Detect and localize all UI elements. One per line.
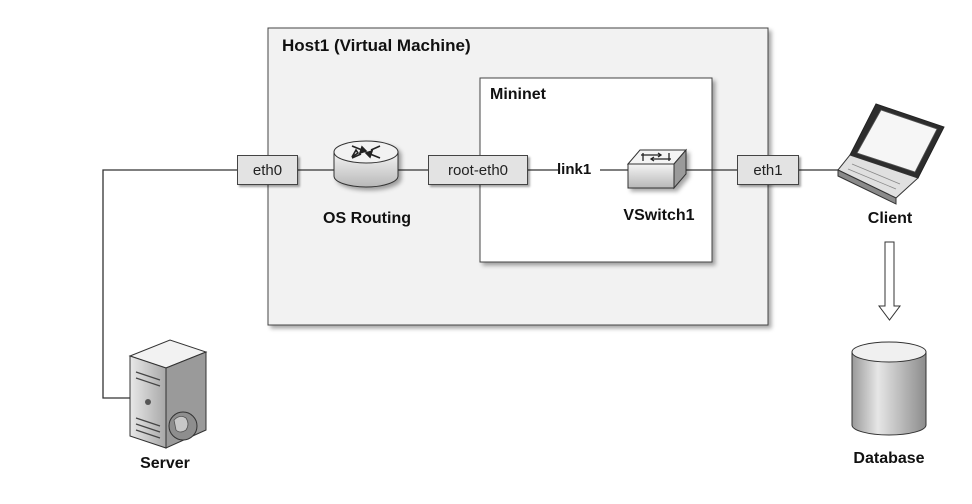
router-icon <box>333 140 399 188</box>
laptop-icon <box>837 103 945 205</box>
server-to-eth0-line <box>102 169 237 399</box>
connections <box>102 169 840 399</box>
switch-icon <box>626 148 688 190</box>
port-eth0[interactable]: eth0 <box>237 155 298 185</box>
mininet-label: Mininet <box>490 86 546 103</box>
database-icon <box>851 341 927 436</box>
down-arrow-icon <box>878 241 901 321</box>
host-label: Host1 (Virtual Machine) <box>282 36 471 55</box>
port-root-eth0[interactable]: root-eth0 <box>428 155 528 185</box>
server-caption: Server <box>140 455 190 472</box>
port-eth1[interactable]: eth1 <box>737 155 799 185</box>
server-icon <box>128 339 208 449</box>
client-caption: Client <box>867 210 913 227</box>
database-caption: Database <box>853 450 925 467</box>
switch-caption: VSwitch1 <box>623 207 695 224</box>
router-caption: OS Routing <box>323 210 411 227</box>
link-label: link1 <box>557 161 592 178</box>
